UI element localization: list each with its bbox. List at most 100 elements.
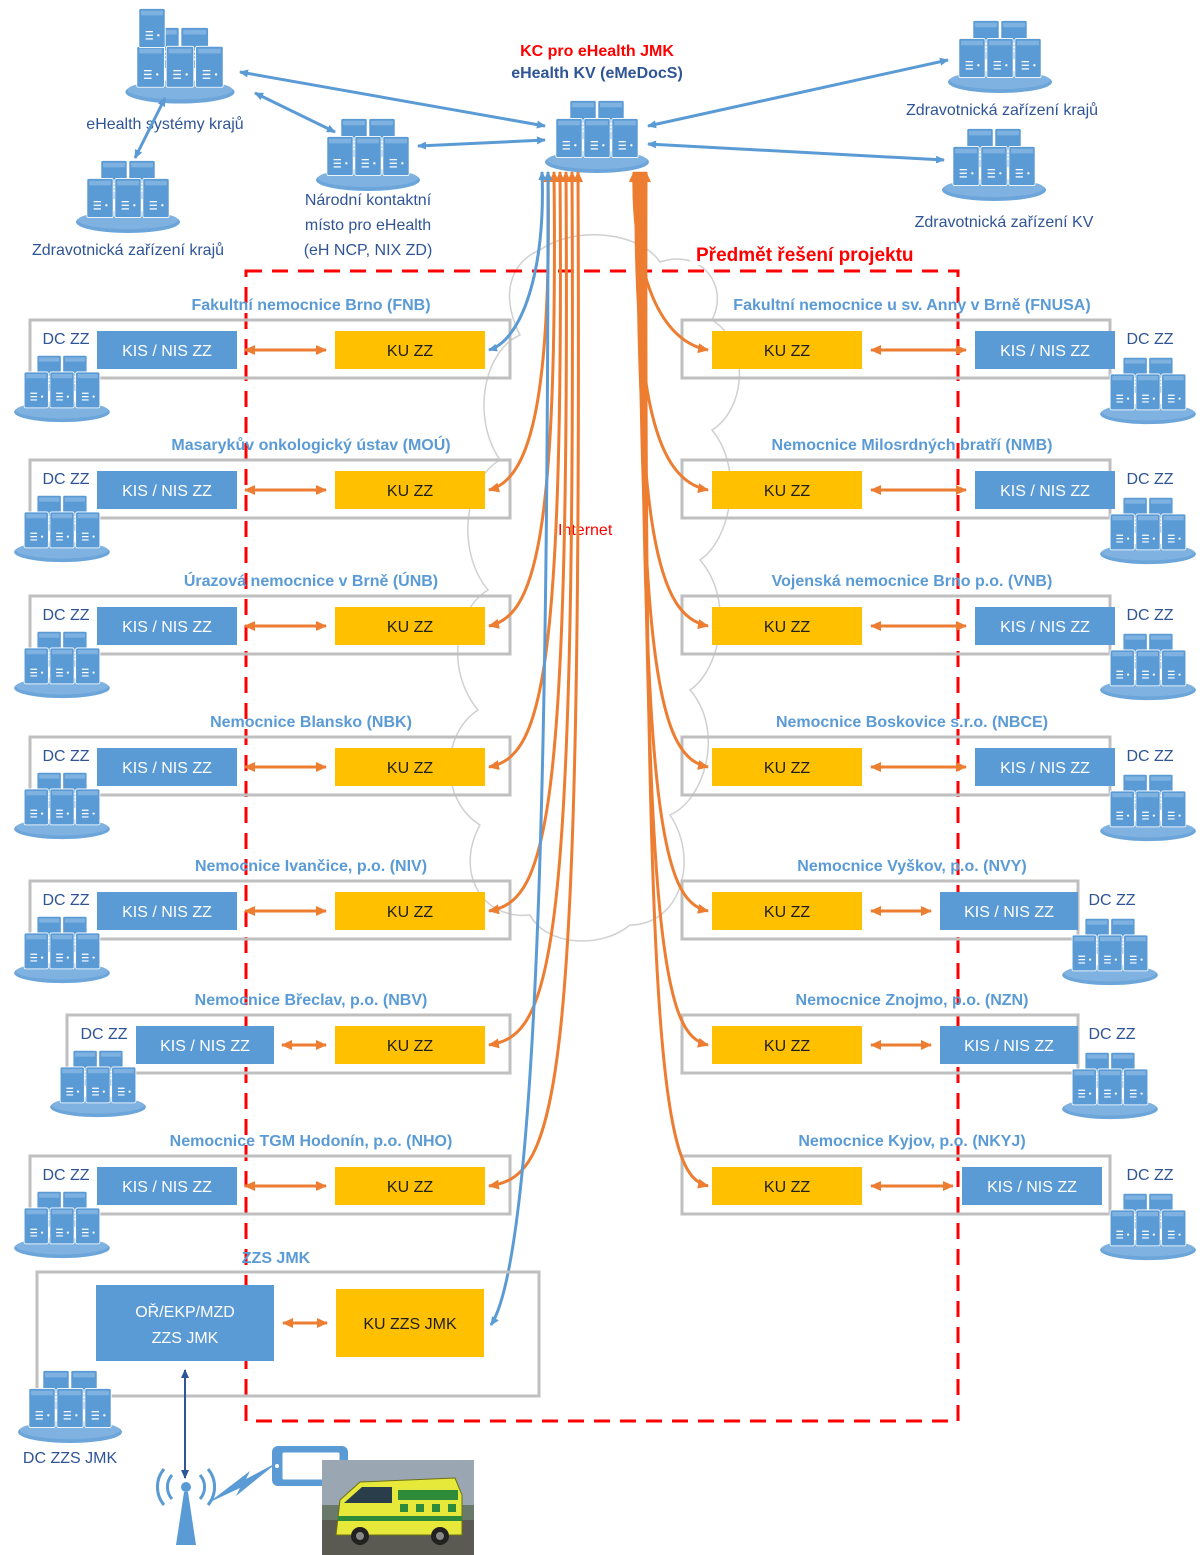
ku-box (712, 331, 862, 369)
dc-server-icon (1100, 632, 1196, 701)
zz-kraju-right-servers (948, 20, 1052, 93)
dc-label: DC ZZ (42, 471, 89, 488)
link-hub-zzkv (647, 140, 945, 164)
ku-label: KU ZZ (387, 1038, 433, 1055)
hospital-name: Nemocnice Břeclav, p.o. (NBV) (195, 992, 428, 1009)
hospital-name: Nemocnice Znojmo, p.o. (NZN) (796, 992, 1029, 1009)
internet-cloud (449, 234, 741, 942)
dc-label: DC ZZ (80, 1026, 127, 1043)
kis-label: KIS / NIS ZZ (964, 904, 1054, 921)
dc-server-icon (14, 915, 110, 984)
ku-label: KU ZZ (764, 1179, 810, 1196)
zzs-title: ZZS JMK (242, 1250, 311, 1267)
zz-kv-server-icon (942, 128, 1046, 201)
kis-box (136, 1026, 274, 1064)
kis-box (97, 471, 237, 509)
hospital-name: Nemocnice TGM Hodonín, p.o. (NHO) (170, 1133, 453, 1150)
hospital-name: Nemocnice Blansko (NBK) (210, 714, 412, 731)
link-hub-ncp (417, 136, 546, 150)
dc-label: DC ZZ (1088, 892, 1135, 909)
ku-box (335, 1026, 485, 1064)
hospital-name: Nemocnice Ivančice, p.o. (NIV) (195, 858, 427, 875)
dc-label: DC ZZ (42, 1167, 89, 1184)
dc-label: DC ZZ (1126, 607, 1173, 624)
kis-box (975, 471, 1115, 509)
zz-kraju-right-server-icon (948, 20, 1052, 93)
dc-server-icon (14, 494, 110, 563)
ku-label: KU ZZ (764, 343, 810, 360)
hospital-right-1: Fakultní nemocnice u sv. Anny v Brně (FN… (680, 297, 1196, 425)
hospital-left-1: Fakultní nemocnice Brno (FNB) KIS / NIS Z… (14, 297, 512, 423)
kis-label: KIS / NIS ZZ (1000, 483, 1090, 500)
kis-box (97, 607, 237, 645)
zz-kraju-right-label: Zdravotnická zařízení krajů (906, 101, 1098, 119)
kis-label: KIS / NIS ZZ (964, 1038, 1054, 1055)
hub-title: KC pro eHealth JMK (520, 43, 674, 60)
hospital-name: Úrazová nemocnice v Brně (ÚNB) (184, 571, 438, 590)
hospital-left-2: Masarykův onkologický ústav (MOÚ) KIS / N… (14, 435, 512, 563)
ncp-servers (316, 118, 420, 191)
dc-server-icon (1100, 356, 1196, 425)
hospital-left-7: Nemocnice TGM Hodonín, p.o. (NHO)KIS / N… (14, 1133, 512, 1259)
project-boundary (244, 269, 960, 1423)
zzs-frame (35, 1270, 541, 1398)
hub-servers (545, 100, 649, 173)
hospital-left-6: Nemocnice Břeclav, p.o. (NBV) KIS / NIS Z… (50, 992, 512, 1118)
ncp-server-icon (316, 118, 420, 191)
kis-label: KIS / NIS ZZ (122, 760, 212, 777)
ku-label: KU ZZ (764, 904, 810, 921)
dc-label: DC ZZ (1126, 1167, 1173, 1184)
zzs-system-label-1: OŘ/EKP/MZD (135, 1302, 235, 1321)
dc-server-icon (14, 771, 110, 840)
ambulance-image (322, 1460, 474, 1555)
kis-label: KIS / NIS ZZ (1000, 343, 1090, 360)
dc-server-icon (1062, 917, 1158, 986)
kis-label: KIS / NIS ZZ (122, 483, 212, 500)
zz-kraju-left-server-icon (76, 160, 180, 233)
dc-label: DC ZZ (42, 748, 89, 765)
ku-box (712, 1026, 862, 1064)
zzs-ku-box (336, 1289, 484, 1357)
hospital-right-6: Nemocnice Znojmo, p.o. (NZN) KU ZZ KIS / N… (680, 992, 1158, 1120)
dc-server-icon (50, 1049, 146, 1118)
ku-label: KU ZZ (764, 1038, 810, 1055)
hub-server-icon (545, 100, 649, 173)
kis-box (97, 331, 237, 369)
hospital-name: Nemocnice Milosrdných bratří (NMB) (772, 437, 1053, 454)
hub-link-zzs (489, 171, 552, 1326)
ku-label: KU ZZ (387, 1179, 433, 1196)
project-label: Předmět řešení projektu (696, 245, 914, 266)
ku-box (335, 748, 485, 786)
hospital-name: Masarykův onkologický ústav (MOÚ) (171, 435, 450, 454)
kis-label: KIS / NIS ZZ (122, 343, 212, 360)
ku-box (712, 1167, 862, 1205)
zz-kv-servers (942, 128, 1046, 201)
dc-label: DC ZZ (1126, 331, 1173, 348)
ku-label: KU ZZ (387, 904, 433, 921)
hospital-left-5: Nemocnice Ivančice, p.o. (NIV)KIS / NIS … (14, 858, 512, 984)
ku-label: KU ZZ (387, 619, 433, 636)
kis-box (975, 607, 1115, 645)
dc-label: DC ZZ (1088, 1026, 1135, 1043)
ncp-label-1: Národní kontaktní (305, 192, 432, 209)
dc-label: DC ZZ (42, 892, 89, 909)
ku-box (335, 471, 485, 509)
link-ehealth-zzleft (133, 97, 167, 159)
dc-label: DC ZZ (42, 607, 89, 624)
ku-label: KU ZZ (387, 483, 433, 500)
hospital-name: Fakultní nemocnice Brno (FNB) (191, 297, 430, 314)
kis-box (975, 331, 1115, 369)
dc-server-icon (14, 630, 110, 699)
dc-label: DC ZZ (42, 331, 89, 348)
kis-label: KIS / NIS ZZ (160, 1038, 250, 1055)
zzs-dc-label: DC ZZS JMK (23, 1450, 118, 1467)
hub-subtitle: eHealth KV (eMeDocS) (511, 65, 683, 82)
ku-box (712, 748, 862, 786)
ku-box (712, 607, 862, 645)
kis-label: KIS / NIS ZZ (987, 1179, 1077, 1196)
